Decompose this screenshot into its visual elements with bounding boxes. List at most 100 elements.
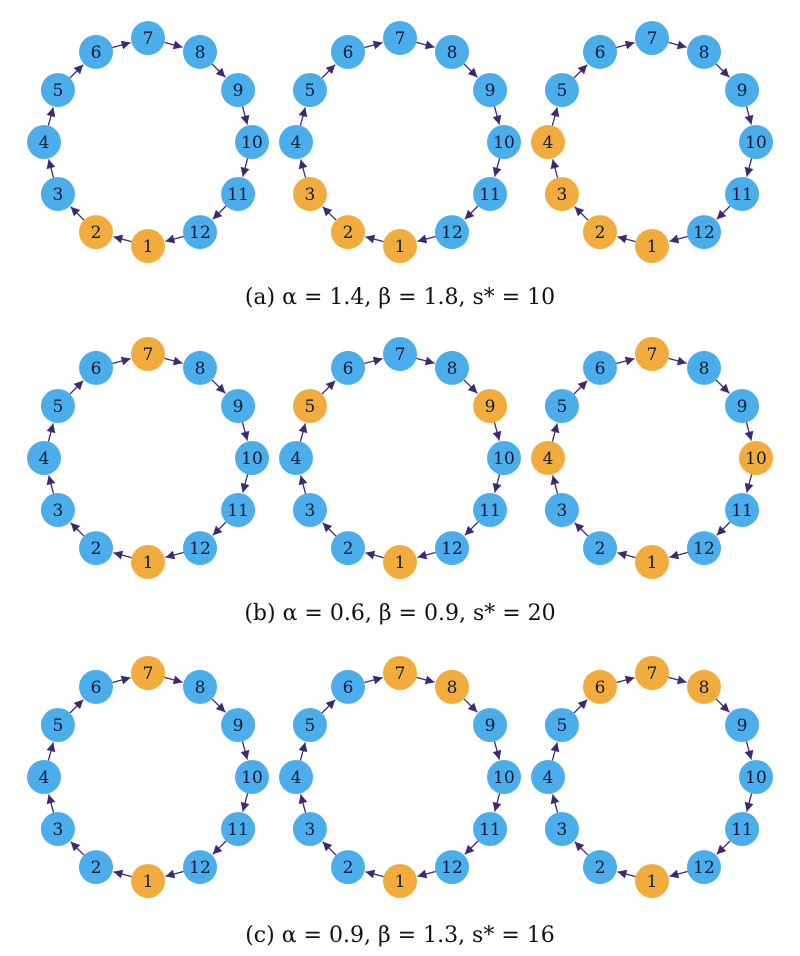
node-label-1: 1 xyxy=(647,553,658,573)
edge-6-to-7 xyxy=(112,40,131,50)
node-label-12: 12 xyxy=(189,858,211,878)
edge-5-to-6 xyxy=(69,380,84,395)
node-3 xyxy=(544,493,579,527)
node-8 xyxy=(183,669,217,704)
node-label-8: 8 xyxy=(447,678,458,698)
edge-11-to-12 xyxy=(464,840,479,855)
node-7 xyxy=(131,21,165,55)
node-label-6: 6 xyxy=(91,359,102,379)
node-8 xyxy=(435,34,469,69)
node-4 xyxy=(27,441,61,475)
edge-1-to-2 xyxy=(365,234,384,244)
node-7 xyxy=(635,21,669,55)
edge-2-to-3 xyxy=(322,522,337,537)
node-9 xyxy=(725,389,760,423)
caption-b: (b) α = 0.6, β = 0.9, s* = 20 xyxy=(244,601,555,626)
node-12 xyxy=(435,531,469,566)
node-7-highlighted xyxy=(131,656,165,690)
edge-12-to-1 xyxy=(165,550,184,560)
edge-3-to-4 xyxy=(46,794,56,813)
node-11 xyxy=(725,493,760,527)
node-12 xyxy=(687,850,721,885)
node-label-1: 1 xyxy=(143,872,154,892)
node-label-2: 2 xyxy=(91,539,102,559)
edge-1-to-2 xyxy=(617,234,636,244)
edge-1-to-2 xyxy=(113,550,132,560)
node-8-highlighted xyxy=(687,669,721,704)
node-label-1: 1 xyxy=(143,553,154,573)
node-11 xyxy=(473,812,508,846)
edge-1-to-2 xyxy=(365,550,384,560)
edge-7-to-8 xyxy=(416,675,435,685)
node-3-highlighted xyxy=(544,177,579,211)
node-label-5: 5 xyxy=(53,81,64,101)
node-3-highlighted xyxy=(292,177,327,211)
node-label-6: 6 xyxy=(595,678,606,698)
node-label-12: 12 xyxy=(441,223,463,243)
node-2 xyxy=(583,531,617,566)
node-5 xyxy=(292,708,327,742)
edge-5-to-6 xyxy=(573,380,588,395)
node-6 xyxy=(331,34,365,69)
node-label-11: 11 xyxy=(731,501,753,521)
node-label-11: 11 xyxy=(227,185,249,205)
node-label-11: 11 xyxy=(227,501,249,521)
node-label-4: 4 xyxy=(543,133,554,153)
node-label-5: 5 xyxy=(305,81,316,101)
node-label-2: 2 xyxy=(595,858,606,878)
edge-2-to-3 xyxy=(574,522,589,537)
node-4 xyxy=(279,441,313,475)
node-4 xyxy=(27,125,61,159)
node-2-highlighted xyxy=(583,215,617,250)
edge-3-to-4 xyxy=(298,159,308,178)
node-label-7: 7 xyxy=(143,664,154,684)
edge-11-to-12 xyxy=(212,840,227,855)
edge-12-to-1 xyxy=(417,869,436,879)
node-label-4: 4 xyxy=(291,133,302,153)
node-2-highlighted xyxy=(331,215,365,250)
node-label-7: 7 xyxy=(395,29,406,49)
node-12 xyxy=(435,850,469,885)
node-11 xyxy=(221,812,256,846)
edge-10-to-11 xyxy=(492,474,502,493)
node-5 xyxy=(544,708,579,742)
node-12 xyxy=(687,531,721,566)
node-6 xyxy=(583,350,617,385)
node-label-9: 9 xyxy=(233,81,244,101)
edge-2-to-3 xyxy=(574,206,589,221)
node-label-12: 12 xyxy=(189,223,211,243)
node-label-11: 11 xyxy=(479,185,501,205)
edge-10-to-11 xyxy=(240,474,250,493)
node-10 xyxy=(487,441,521,475)
edge-2-to-3 xyxy=(70,522,85,537)
node-label-9: 9 xyxy=(233,397,244,417)
edge-2-to-3 xyxy=(70,841,85,856)
node-label-3: 3 xyxy=(53,501,64,521)
node-label-12: 12 xyxy=(441,539,463,559)
edge-3-to-4 xyxy=(46,475,56,494)
node-1-highlighted xyxy=(131,545,165,579)
edge-9-to-10 xyxy=(744,106,754,125)
node-6 xyxy=(79,669,113,704)
node-11 xyxy=(473,177,508,211)
edge-6-to-7 xyxy=(112,675,131,685)
node-label-2: 2 xyxy=(343,539,354,559)
node-label-4: 4 xyxy=(39,133,50,153)
edge-1-to-2 xyxy=(113,234,132,244)
node-label-8: 8 xyxy=(699,43,710,63)
node-label-5: 5 xyxy=(557,716,568,736)
node-label-3: 3 xyxy=(305,820,316,840)
node-label-5: 5 xyxy=(305,397,316,417)
node-8 xyxy=(183,350,217,385)
node-label-12: 12 xyxy=(441,858,463,878)
edge-9-to-10 xyxy=(240,106,250,125)
node-label-9: 9 xyxy=(485,81,496,101)
node-label-11: 11 xyxy=(227,820,249,840)
node-label-2: 2 xyxy=(595,539,606,559)
node-label-10: 10 xyxy=(241,768,263,788)
edge-10-to-11 xyxy=(492,793,502,812)
node-label-7: 7 xyxy=(143,29,154,49)
node-4 xyxy=(279,125,313,159)
node-label-6: 6 xyxy=(343,43,354,63)
